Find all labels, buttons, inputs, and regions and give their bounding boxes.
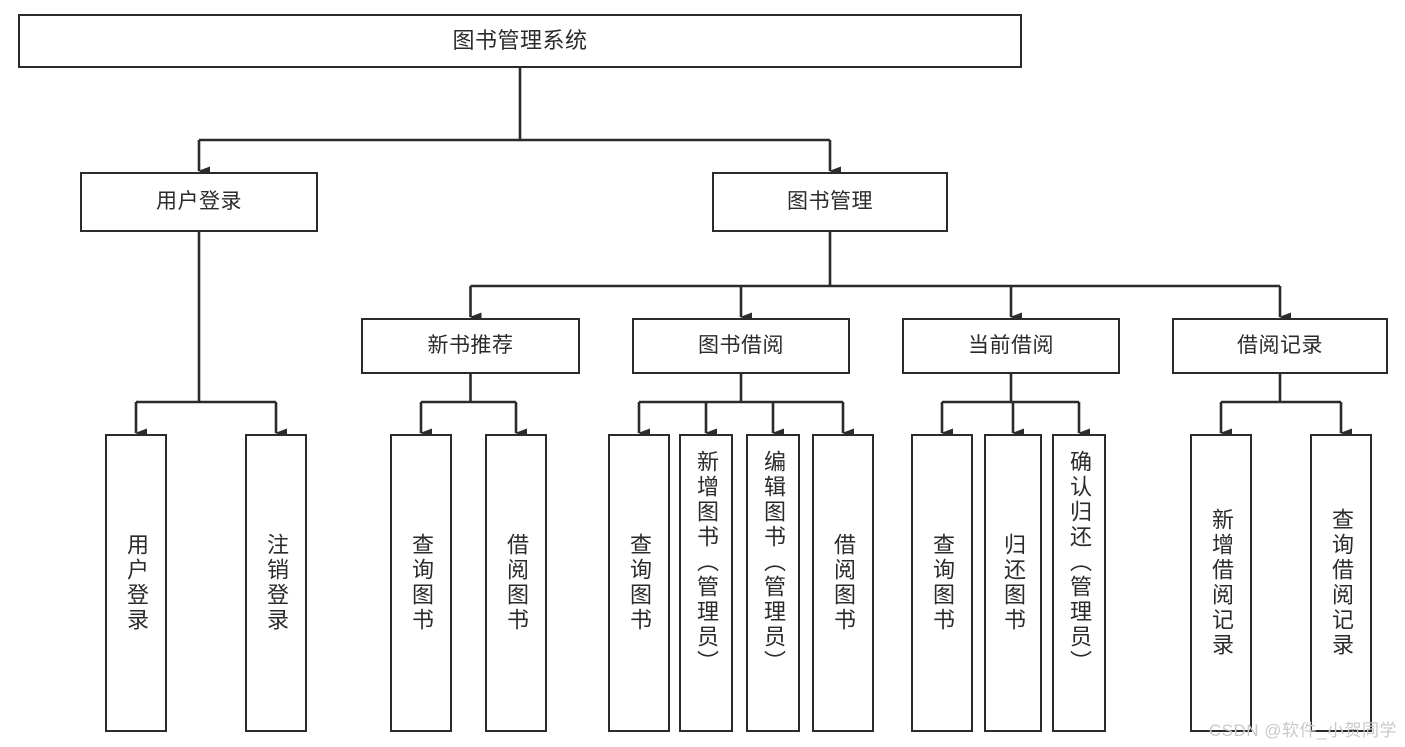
node-label: 新书推荐 bbox=[427, 333, 514, 357]
node-label: 注销登录 bbox=[264, 533, 289, 633]
edge-bus-borrow-record bbox=[1221, 374, 1341, 404]
edge-bus-root bbox=[199, 68, 830, 142]
edge-bus-current-borrow bbox=[942, 374, 1079, 404]
node-label: 查询图书 bbox=[930, 533, 955, 633]
node-label: 借阅记录 bbox=[1237, 333, 1323, 357]
edge-bus-user-login bbox=[136, 232, 276, 404]
edge-bus-book-manage bbox=[470, 232, 1280, 288]
node-borrow-record[interactable]: 借阅记录 bbox=[1172, 318, 1388, 374]
node-label: 用户登录 bbox=[124, 533, 149, 633]
node-label: 确认归还（管理员） bbox=[1067, 450, 1092, 675]
node-label: 查询图书 bbox=[409, 533, 434, 633]
node-new-book-rec[interactable]: 新书推荐 bbox=[361, 318, 580, 374]
node-label: 用户登录 bbox=[156, 189, 242, 213]
node-book-manage[interactable]: 图书管理 bbox=[712, 172, 948, 232]
node-label: 归还图书 bbox=[1001, 533, 1026, 633]
node-label: 图书借阅 bbox=[698, 333, 784, 357]
node-root[interactable]: 图书管理系统 bbox=[18, 14, 1022, 68]
node-leaf-add-book[interactable]: 新增图书（管理员） bbox=[679, 434, 733, 732]
node-label: 编辑图书（管理员） bbox=[761, 450, 786, 675]
node-leaf-edit-book[interactable]: 编辑图书（管理员） bbox=[746, 434, 800, 732]
node-user-login[interactable]: 用户登录 bbox=[80, 172, 318, 232]
node-leaf-query-book-3[interactable]: 查询图书 bbox=[911, 434, 973, 732]
node-leaf-return-book[interactable]: 归还图书 bbox=[984, 434, 1042, 732]
node-leaf-confirm-return[interactable]: 确认归还（管理员） bbox=[1052, 434, 1106, 732]
node-book-borrow[interactable]: 图书借阅 bbox=[632, 318, 850, 374]
node-leaf-logout[interactable]: 注销登录 bbox=[245, 434, 307, 732]
edge-bus-book-borrow bbox=[639, 374, 843, 404]
node-label: 查询借阅记录 bbox=[1329, 508, 1354, 658]
node-leaf-borrow-book-1[interactable]: 借阅图书 bbox=[485, 434, 547, 732]
watermark-text: CSDN @软件_小贺同学 bbox=[1208, 721, 1397, 740]
node-leaf-query-book-1[interactable]: 查询图书 bbox=[390, 434, 452, 732]
node-label: 查询图书 bbox=[627, 533, 652, 633]
node-label: 新增借阅记录 bbox=[1209, 508, 1234, 658]
node-label: 图书管理系统 bbox=[452, 28, 588, 54]
node-leaf-borrow-book-2[interactable]: 借阅图书 bbox=[812, 434, 874, 732]
node-leaf-query-book-2[interactable]: 查询图书 bbox=[608, 434, 670, 732]
node-label: 当前借阅 bbox=[968, 333, 1054, 357]
node-label: 图书管理 bbox=[787, 189, 873, 213]
node-leaf-query-record[interactable]: 查询借阅记录 bbox=[1310, 434, 1372, 732]
node-leaf-user-login[interactable]: 用户登录 bbox=[105, 434, 167, 732]
node-label: 借阅图书 bbox=[831, 533, 856, 633]
node-leaf-add-record[interactable]: 新增借阅记录 bbox=[1190, 434, 1252, 732]
node-label: 新增图书（管理员） bbox=[694, 450, 719, 675]
node-label: 借阅图书 bbox=[504, 533, 529, 633]
node-current-borrow[interactable]: 当前借阅 bbox=[902, 318, 1120, 374]
edge-bus-new-book-rec bbox=[421, 374, 516, 404]
